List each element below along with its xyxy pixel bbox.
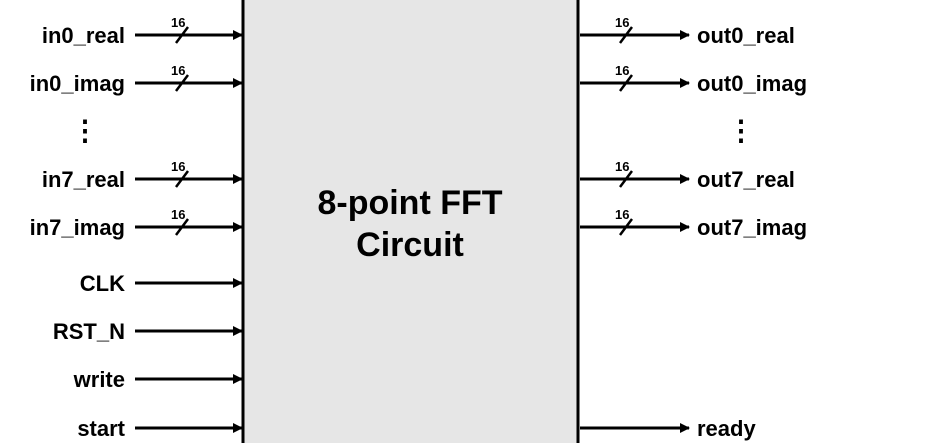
output-label-out0-imag: out0_imag [697, 71, 807, 96]
input-ellipsis: ⋮ [71, 115, 99, 146]
output-bus-width-label: 16 [615, 159, 629, 174]
output-bus-slash [619, 218, 633, 236]
output-label-ready: ready [697, 416, 756, 441]
block-title-line2: Circuit [356, 226, 464, 264]
input-label-in0-real: in0_real [42, 23, 125, 48]
input-ports: in0_real 16 in0_imag 16 ⋮ in7_real 16 in7_imag 1… [30, 15, 243, 441]
input-bus-slash [175, 218, 189, 236]
output-ports: 16 out0_real 16 out0_imag ⋮ 16 out7_real 16 out7… [580, 15, 807, 441]
input-label-in7-real: in7_real [42, 167, 125, 192]
input-bus-slash [175, 74, 189, 92]
output-ellipsis: ⋮ [727, 115, 755, 146]
output-bus-slash [619, 26, 633, 44]
input-label-rst-n: RST_N [53, 319, 125, 344]
output-bus-slash [619, 74, 633, 92]
input-bus-width-label: 16 [171, 159, 185, 174]
input-bus-width-label: 16 [171, 207, 185, 222]
output-bus-width-label: 16 [615, 207, 629, 222]
output-label-out7-real: out7_real [697, 167, 795, 192]
input-bus-width-label: 16 [171, 63, 185, 78]
fft-circuit-block [241, 0, 580, 443]
input-bus-slash [175, 26, 189, 44]
output-bus-width-label: 16 [615, 63, 629, 78]
input-label-in7-imag: in7_imag [30, 215, 125, 240]
output-bus-slash [619, 170, 633, 188]
output-bus-width-label: 16 [615, 15, 629, 30]
input-label-start: start [77, 416, 125, 441]
input-bus-slash [175, 170, 189, 188]
input-label-clk: CLK [80, 271, 125, 296]
input-bus-width-label: 16 [171, 15, 185, 30]
input-label-in0-imag: in0_imag [30, 71, 125, 96]
block-title-line1: 8-point FFT [317, 184, 502, 222]
output-label-out7-imag: out7_imag [697, 215, 807, 240]
output-label-out0-real: out0_real [697, 23, 795, 48]
input-label-write: write [73, 367, 125, 392]
